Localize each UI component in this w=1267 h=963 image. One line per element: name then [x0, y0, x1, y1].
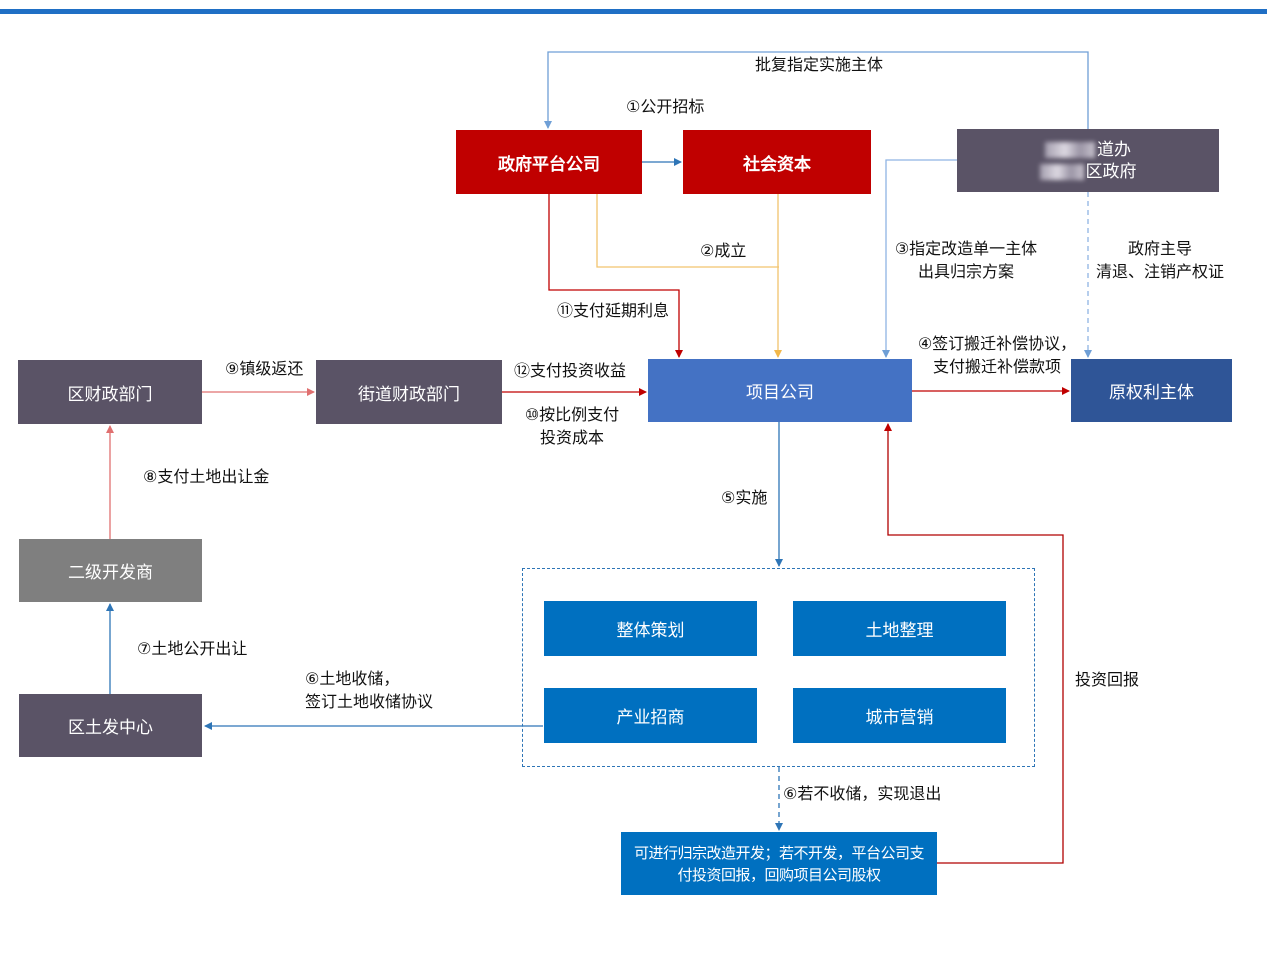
street-office-line1: 道办 — [1045, 139, 1131, 161]
label-land-reserve: ⑥土地收储， 签订土地收储协议 — [305, 667, 433, 713]
investment-promotion-label: 产业招商 — [616, 708, 685, 728]
label-relocation-line1: ④签订搬迁补偿协议， — [917, 334, 1077, 353]
label-designate: ③指定改造单一主体 出具归宗方案 — [893, 237, 1039, 283]
secondary-developer-box[interactable]: 二级开发商 — [19, 539, 202, 602]
label-gov-led: 政府主导 清退、注销产权证 — [1094, 237, 1226, 283]
redaction-blur — [1045, 141, 1095, 158]
label-land-fee: ⑧支付土地出让金 — [143, 467, 270, 486]
overall-planning-label: 整体策划 — [616, 621, 685, 641]
exit-option-line2: 付投资回报，回购项目公司股权 — [677, 865, 881, 884]
label-gov-led-line2: 清退、注销产权证 — [1095, 262, 1224, 281]
gov-platform-label: 政府平台公司 — [498, 154, 600, 175]
label-implement: ⑤实施 — [721, 488, 768, 507]
edge-established-platform — [596, 194, 779, 268]
land-consolidation-label: 土地整理 — [865, 621, 934, 641]
label-tender: ①公开招标 — [626, 97, 705, 116]
label-cost: ⑩按比例支付 投资成本 — [518, 403, 626, 449]
label-established: ②成立 — [700, 241, 747, 260]
label-designate-line1: ③指定改造单一主体 — [894, 239, 1038, 258]
district-finance-label: 区财政部门 — [67, 384, 153, 405]
label-cost-line1: ⑩按比例支付 — [524, 405, 620, 424]
project-company-box[interactable]: 项目公司 — [648, 359, 912, 422]
social-capital-label: 社会资本 — [743, 154, 811, 175]
label-investment-income: ⑫支付投资收益 — [514, 361, 627, 380]
city-marketing-label: 城市营销 — [865, 708, 934, 728]
social-capital-box[interactable]: 社会资本 — [683, 130, 871, 194]
street-finance-box[interactable]: 街道财政部门 — [316, 360, 502, 424]
label-cost-line2: 投资成本 — [539, 428, 604, 447]
label-town-rebate: ⑨镇级返还 — [225, 359, 304, 378]
label-public-transfer: ⑦土地公开出让 — [137, 639, 248, 658]
street-office-label1: 道办 — [1097, 139, 1131, 160]
label-exit: ⑥若不收储，实现退出 — [783, 784, 942, 803]
edge-approval — [544, 51, 1089, 129]
street-finance-label: 街道财政部门 — [358, 384, 460, 405]
district-finance-box[interactable]: 区财政部门 — [18, 360, 202, 424]
investment-promotion-box[interactable]: 产业招商 — [544, 688, 757, 743]
city-marketing-box[interactable]: 城市营销 — [793, 688, 1006, 743]
label-investment-return: 投资回报 — [1075, 670, 1140, 689]
original-owner-box[interactable]: 原权利主体 — [1071, 359, 1232, 422]
exit-option-line1: 可进行归宗改造开发；若不开发，平台公司支 — [633, 843, 925, 862]
street-office-box[interactable]: 道办 区政府 — [957, 129, 1219, 192]
edge-investment-return — [884, 423, 1064, 864]
original-owner-label: 原权利主体 — [1109, 383, 1194, 403]
label-approval: 批复指定实施主体 — [755, 55, 884, 74]
project-company-label: 项目公司 — [746, 383, 814, 403]
header-bar — [0, 9, 1267, 14]
land-center-box[interactable]: 区土发中心 — [19, 694, 202, 757]
overall-planning-box[interactable]: 整体策划 — [544, 601, 757, 656]
edge-delay-interest — [548, 194, 683, 358]
label-relocation: ④签订搬迁补偿协议， 支付搬迁补偿款项 — [914, 332, 1080, 378]
label-relocation-line2: 支付搬迁补偿款项 — [932, 357, 1061, 376]
exit-option-box[interactable]: 可进行归宗改造开发；若不开发，平台公司支 付投资回报，回购项目公司股权 — [621, 832, 937, 895]
gov-platform-box[interactable]: 政府平台公司 — [456, 130, 642, 194]
label-land-reserve-line2: 签订土地收储协议 — [305, 692, 434, 711]
label-land-reserve-line1: ⑥土地收储， — [305, 669, 400, 688]
label-delay-interest: ⑪支付延期利息 — [557, 301, 670, 320]
label-designate-line2: 出具归宗方案 — [917, 262, 1014, 281]
edge-designate — [882, 159, 957, 358]
implementation-group — [522, 568, 1035, 767]
street-office-line2: 区政府 — [1039, 161, 1137, 183]
land-center-label: 区土发中心 — [68, 718, 153, 738]
street-office-label2: 区政府 — [1085, 161, 1137, 182]
land-consolidation-box[interactable]: 土地整理 — [793, 601, 1006, 656]
redaction-blur — [1039, 163, 1084, 180]
secondary-developer-label: 二级开发商 — [68, 563, 153, 583]
label-gov-led-line1: 政府主导 — [1127, 239, 1192, 258]
